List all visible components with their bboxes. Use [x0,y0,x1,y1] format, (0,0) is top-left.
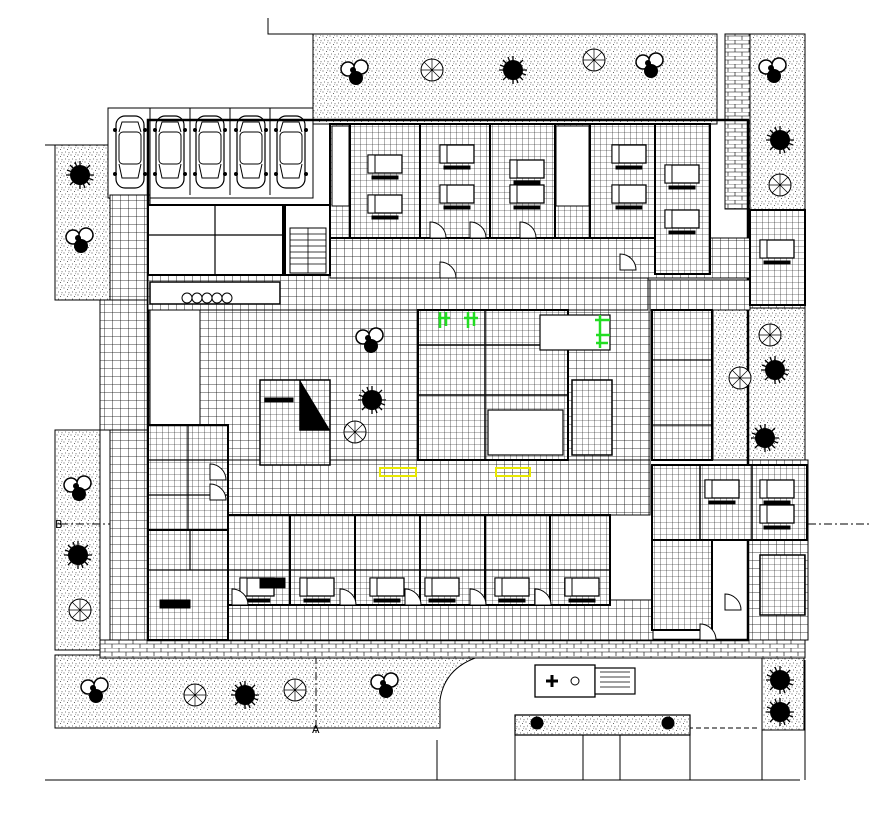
car-icon [233,115,269,189]
treatment-rooms [259,309,613,466]
shrub-icon [357,385,387,415]
shrub-icon [765,125,795,155]
section-marker-a: A [312,723,320,736]
driveway-planter [514,714,691,736]
tree-icon [283,678,307,702]
shrub-icon [63,540,93,570]
left-wing [147,424,286,641]
shrub-icon [498,55,528,85]
tree-icon [768,173,792,197]
right-wing [651,209,808,631]
car-icon [192,115,228,189]
tree-icon [728,366,752,390]
car-icon [112,115,148,189]
ambulance-icon [534,664,636,698]
section-marker-b: B [55,518,63,531]
tree-icon [68,598,92,622]
tree-icon [582,48,606,72]
bottom-wards [224,514,611,606]
tree-icon [183,683,207,707]
shrub-icon [750,423,780,453]
stair-icon [289,227,327,274]
highlighted-equipment [438,312,610,348]
service-block [147,204,331,305]
section-markers: B A [55,518,320,736]
car-icon [273,115,309,189]
shrub-icon [760,355,790,385]
car-icon [152,115,188,189]
tree-icon [420,58,444,82]
shrub-icon [230,680,260,710]
top-wards [329,123,711,275]
shrub-icon [65,160,95,190]
tree-icon [343,420,367,444]
shrub-icon [765,697,795,727]
shrub-icon [765,665,795,695]
tree-icon [758,323,782,347]
parking-lot [107,107,314,199]
